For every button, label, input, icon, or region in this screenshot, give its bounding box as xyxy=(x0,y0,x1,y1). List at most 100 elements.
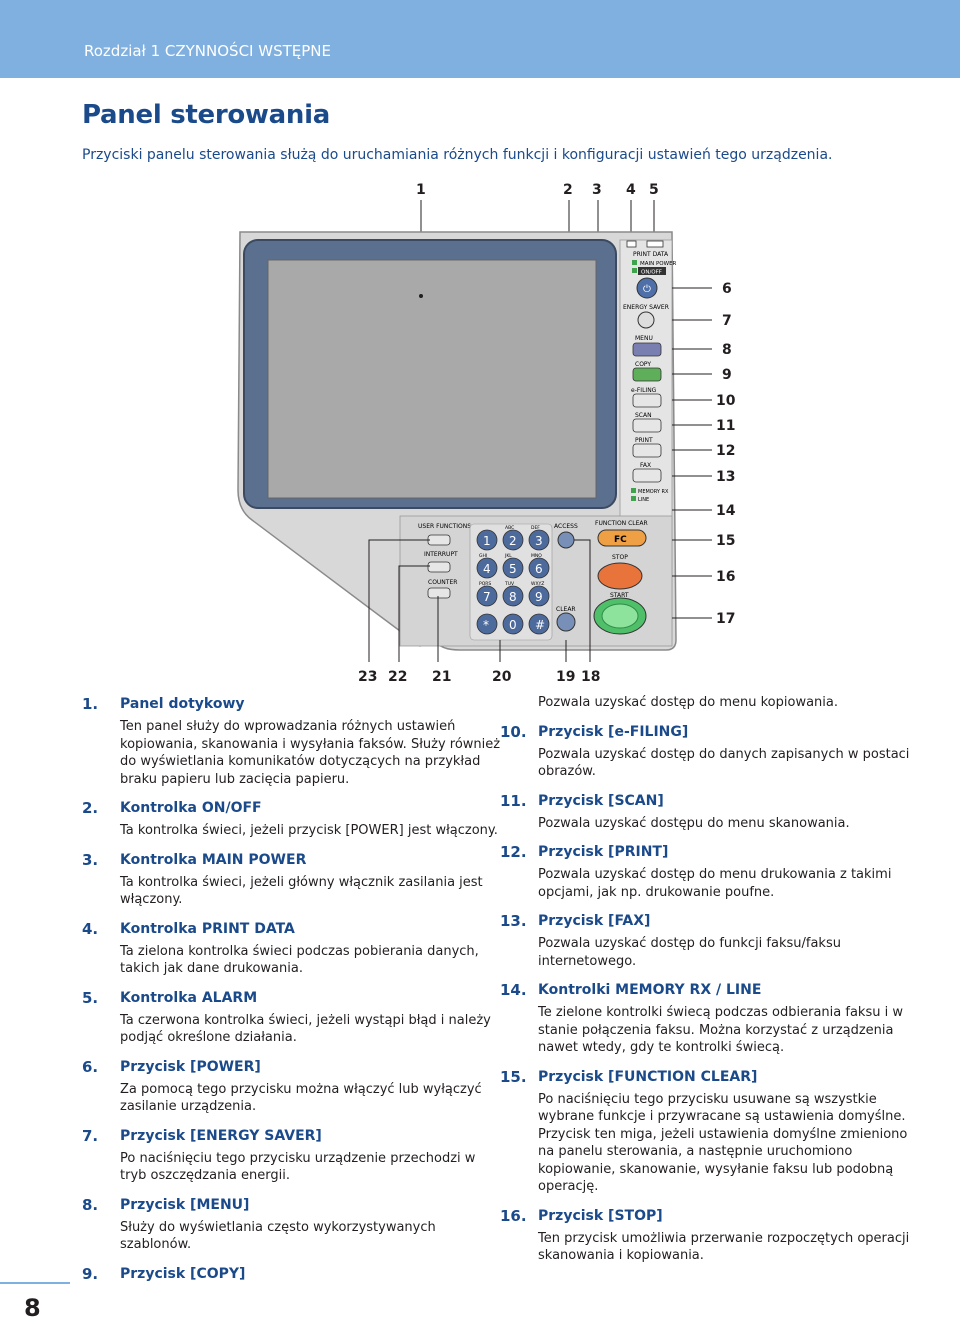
panel-label-fax: FAX xyxy=(640,462,651,469)
panel-label-main_power: MAIN POWER xyxy=(640,261,677,267)
right-column: Pozwala uzyskać dostęp do menu kopiowani… xyxy=(500,694,920,1275)
panel-label-efiling: e-FILING xyxy=(631,387,657,394)
panel-label-energy_saver: ENERGY SAVER xyxy=(623,304,669,311)
item-description: Ta zielona kontrolka świeci podczas pobi… xyxy=(120,943,479,977)
item-heading: Przycisk [STOP] xyxy=(538,1207,663,1224)
callout-5: 5 xyxy=(649,182,659,198)
copy-description: Pozwala uzyskać dostęp do menu kopiowani… xyxy=(538,695,838,710)
item-number: 8. xyxy=(82,1195,99,1214)
panel-label-print_data: PRINT DATA xyxy=(633,251,669,258)
key-sublabel-5: MNO xyxy=(531,553,542,559)
description-item: 8. Przycisk [MENU] Służy do wyświetlania c… xyxy=(82,1195,502,1254)
key-label-6: 7 xyxy=(483,590,491,604)
key-sublabel-6: PQRS xyxy=(479,581,491,587)
key-9 xyxy=(476,613,498,635)
item-number: 11. xyxy=(500,791,527,810)
item-description: Pozwala uzyskać dostęp do menu drukowani… xyxy=(538,867,892,900)
item-heading: Przycisk [PRINT] xyxy=(538,844,669,860)
item-number: 5. xyxy=(82,988,99,1007)
callout-8: 8 xyxy=(722,342,732,358)
item-heading: Przycisk [ENERGY SAVER] xyxy=(120,1127,322,1144)
callout-7: 7 xyxy=(722,313,732,329)
item-description: Po naciśnięciu tego przycisku usuwane są… xyxy=(538,1091,908,1195)
item-heading: Kontrolka MAIN POWER xyxy=(120,851,307,868)
item-heading: Kontrolka ALARM xyxy=(120,989,258,1006)
key-label-0: 1 xyxy=(483,534,491,548)
item-description: Służy do wyświetlania często wykorzystyw… xyxy=(120,1219,436,1253)
key-label-4: 5 xyxy=(509,562,517,576)
header-band xyxy=(0,0,960,78)
description-item: 5. Kontrolka ALARM Ta czerwona kontrolka ś… xyxy=(82,988,502,1047)
panel-label-user_functions: USER FUNCTIONS xyxy=(418,523,471,530)
key-label-7: 8 xyxy=(509,590,517,604)
panel-label-start: START xyxy=(610,592,629,599)
item-heading: Przycisk [FUNCTION CLEAR] xyxy=(538,1068,758,1085)
panel-label-copy: COPY xyxy=(635,361,651,368)
item-description: Pozwala uzyskać dostępu do menu skanowan… xyxy=(538,815,850,831)
key-7 xyxy=(502,585,524,607)
item-heading: Kontrolka ON/OFF xyxy=(120,800,262,816)
item-number: 15. xyxy=(500,1067,527,1086)
callout-22: 22 xyxy=(388,669,407,685)
item-heading: Przycisk [COPY] xyxy=(120,1265,246,1282)
control-panel-diagram: 1 2 3 4 5 PRINT DATA MAIN POWER ON/OFF ⏻… xyxy=(237,182,736,685)
key-4 xyxy=(502,557,524,579)
item-heading: Kontrolka PRINT DATA xyxy=(120,920,295,937)
callout-21: 21 xyxy=(432,669,451,685)
description-item: 4. Kontrolka PRINT DATA Ta zielona kontrol… xyxy=(82,919,502,978)
callout-1: 1 xyxy=(416,182,426,198)
description-item: 15. Przycisk [FUNCTION CLEAR] Po naciśnięc… xyxy=(500,1067,920,1196)
intro-text: Przyciski panelu sterowania służą do uru… xyxy=(82,147,833,163)
key-sublabel-4: JKL xyxy=(504,553,512,559)
panel-label-function_clear: FUNCTION CLEAR xyxy=(595,520,648,527)
panel-label-access: ACCESS xyxy=(554,523,578,530)
item-heading: Przycisk [e-FILING] xyxy=(538,723,689,740)
item-description: Te zielone kontrolki świecą podczas odbi… xyxy=(538,1005,903,1055)
item-number: 12. xyxy=(500,843,527,861)
callout-14: 14 xyxy=(716,503,736,519)
key-label-10: 0 xyxy=(509,618,517,632)
key-1 xyxy=(502,529,524,551)
item-heading: Przycisk [FAX] xyxy=(538,913,651,929)
item-description: Ta czerwona kontrolka świeci, jeżeli wys… xyxy=(120,1012,491,1046)
item-number: 6. xyxy=(82,1057,99,1076)
panel-label-counter: COUNTER xyxy=(428,579,457,586)
key-5 xyxy=(528,557,550,579)
key-11 xyxy=(528,613,550,635)
item-description: Ta kontrolka świeci, jeżeli przycisk [PO… xyxy=(120,823,498,838)
item-number: 4. xyxy=(82,919,99,938)
item-heading: Przycisk [MENU] xyxy=(120,1196,250,1213)
callout-15: 15 xyxy=(716,533,735,549)
panel-label-clear: CLEAR xyxy=(556,606,576,613)
item-description: Ta kontrolka świeci, jeżeli główny włącz… xyxy=(120,874,483,908)
description-item: 11.Przycisk [SCAN]Pozwala uzyskać dostęp… xyxy=(500,791,920,833)
item-number: 13. xyxy=(500,912,527,930)
callout-10: 10 xyxy=(716,393,736,409)
item-number: 14. xyxy=(500,981,527,999)
description-item: 7.Przycisk [ENERGY SAVER]Po naciśnięciu … xyxy=(82,1126,502,1185)
description-item: 13.Przycisk [FAX]Pozwala uzyskać dostęp … xyxy=(500,911,920,970)
callout-16: 16 xyxy=(716,569,735,585)
key-sublabel-2: DEF xyxy=(531,525,540,531)
panel-label-line: LINE xyxy=(638,497,649,503)
item-description: Za pomocą tego przycisku można włączyć l… xyxy=(120,1081,482,1115)
item-heading: Panel dotykowy xyxy=(120,696,245,712)
callout-9: 9 xyxy=(722,367,732,383)
panel-label-scan: SCAN xyxy=(635,412,652,419)
callout-11: 11 xyxy=(716,418,735,434)
panel-label-stop: STOP xyxy=(612,554,628,561)
page-number-box: 8 xyxy=(0,1288,70,1325)
item-description: Ten panel służy do wprowadzania różnych … xyxy=(120,719,501,787)
page-number: 8 xyxy=(24,1294,41,1322)
panel-label-print: PRINT xyxy=(635,437,653,444)
key-label-3: 4 xyxy=(483,562,491,576)
key-6 xyxy=(476,585,498,607)
panel-label-menu: MENU xyxy=(635,335,653,342)
item-number: 10. xyxy=(500,722,527,741)
callout-2: 2 xyxy=(563,182,573,198)
